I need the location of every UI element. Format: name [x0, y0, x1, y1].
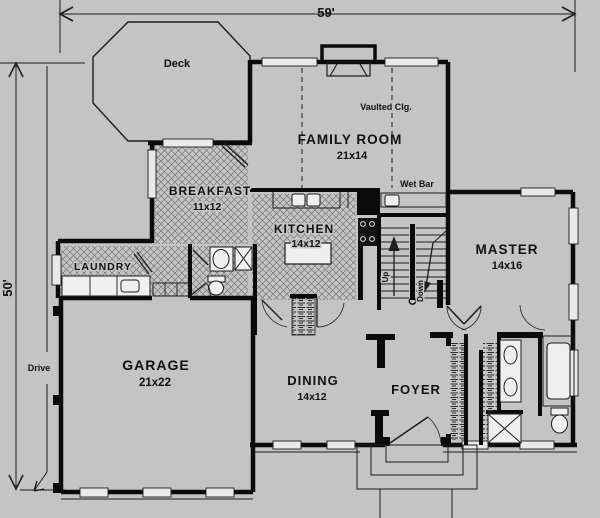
room-labels: FAMILY ROOM 21x14 BREAKFAST 11x12 KITCHE… [73, 132, 539, 403]
corner-doors [133, 142, 249, 298]
drive-edge: Drive [28, 66, 51, 492]
vaulted-ceiling-label: Vaulted Clg. [360, 102, 412, 112]
kitchen-island [284, 242, 332, 265]
garage-size: 21x22 [139, 377, 171, 389]
laundry-name: LAUNDRY [74, 261, 132, 273]
family-room-name: FAMILY ROOM [298, 132, 403, 147]
toilet [550, 407, 569, 434]
dining-name: DINING [287, 373, 339, 388]
foyer-name: FOYER [391, 382, 441, 397]
interior-walls-kitchen [188, 188, 448, 335]
dim-width-label: 59' [317, 5, 335, 20]
stairs-up-label: Up [381, 272, 390, 283]
vaulted-ceiling-lines: Vaulted Clg. [301, 68, 413, 188]
master-bath-walls [430, 332, 543, 445]
vanity [499, 339, 522, 403]
staircase: Up Down [380, 224, 447, 308]
master-size: 14x16 [492, 260, 523, 272]
washer-dryer-counter [61, 275, 151, 297]
fireplace [320, 44, 377, 77]
dining-foyer-stubs [366, 334, 395, 445]
powder-room [192, 246, 253, 296]
deck-label: Deck [164, 58, 191, 70]
foyer-coat-closet [450, 342, 464, 440]
kitchen-name: KITCHEN [274, 222, 334, 236]
shower-cabinet [487, 413, 522, 444]
pantry [261, 294, 345, 336]
master-double-doors [446, 304, 546, 331]
kitchen-counter-sink [272, 192, 349, 209]
family-room-size: 21x14 [337, 150, 368, 162]
kitchen-size: 14x12 [291, 238, 320, 250]
stairs-down-label: Down [416, 280, 425, 302]
dining-size: 14x12 [297, 391, 326, 403]
dim-depth-label: 50' [0, 279, 15, 297]
wet-bar-label: Wet Bar [400, 179, 434, 189]
wet-bar: Wet Bar [380, 179, 447, 208]
dimension-top: 59' [58, 0, 577, 72]
garage-entry-steps [152, 282, 190, 297]
breakfast-name: BREAKFAST [169, 184, 251, 198]
breakfast-size: 11x12 [193, 201, 222, 213]
bathtub [542, 335, 575, 407]
drive-label: Drive [28, 363, 51, 373]
garage-name: GARAGE [122, 357, 189, 373]
entry-door [381, 416, 450, 446]
master-name: MASTER [476, 242, 539, 257]
range [358, 218, 377, 246]
porch-steps [356, 444, 478, 518]
